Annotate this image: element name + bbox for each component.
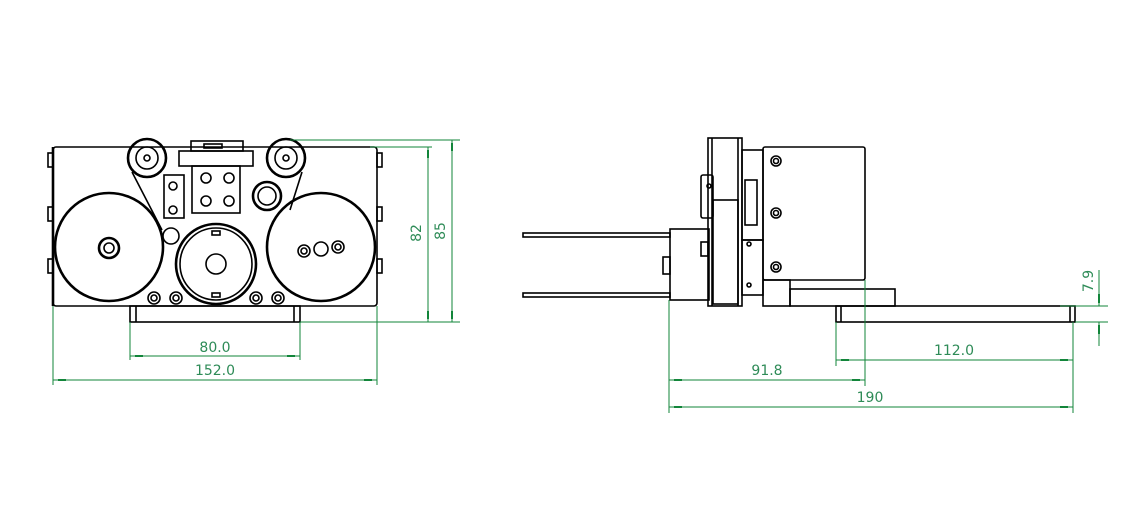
top-rollers (126, 137, 307, 231)
dim-body-depth: 91.8 (751, 363, 782, 379)
motor-box (669, 228, 710, 301)
side-tabs (47, 152, 383, 274)
side-view (522, 137, 1076, 323)
knob (251, 180, 283, 212)
front-base-plate (129, 305, 301, 323)
switch-block (162, 174, 185, 245)
side-base-plate (835, 305, 1076, 323)
front-dimensions: 82 85 80.0 152.0 (52, 139, 460, 385)
top-bracket (178, 140, 254, 214)
dim-base-length: 112.0 (934, 343, 974, 359)
left-reel (53, 191, 165, 303)
front-body-outline (52, 146, 378, 307)
center-drum (174, 222, 258, 306)
dim-width-total: 152.0 (195, 363, 235, 379)
rod-top (522, 232, 671, 238)
front-view (47, 137, 383, 323)
dim-height-total: 85 (433, 222, 449, 240)
dim-height-body: 82 (409, 224, 425, 242)
right-reel (265, 191, 377, 303)
rod-bottom (522, 292, 671, 298)
main-housing (762, 146, 866, 281)
side-dimensions: 91.8 190 112.0 7.9 (668, 270, 1108, 413)
dim-base-thickness: 7.9 (1081, 270, 1097, 292)
bottom-screws (147, 291, 285, 305)
dim-base-width: 80.0 (199, 340, 230, 356)
dim-length-total: 190 (857, 390, 884, 406)
